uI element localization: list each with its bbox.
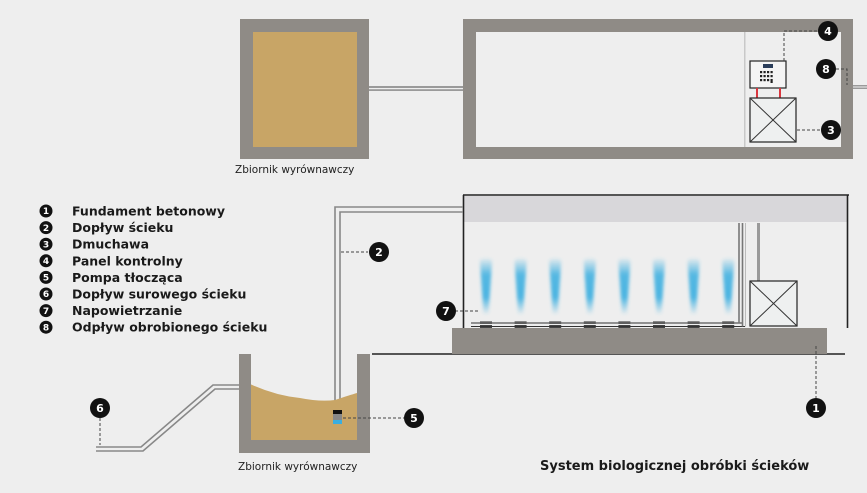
legend-number: 5 — [43, 274, 49, 284]
svg-text:2: 2 — [375, 246, 383, 259]
legend-badge — [39, 237, 53, 251]
marker-5: 5 — [404, 408, 424, 428]
legend-badge — [39, 304, 53, 318]
legend-number: 7 — [43, 307, 49, 317]
inflow-pipe — [334, 206, 463, 412]
air-bubbles — [480, 258, 492, 314]
legend: 1 Fundament betonowy 2 Dopływ ścieku 3 Dmucha… — [39, 204, 267, 335]
legend-text: Fundament betonowy — [72, 204, 225, 219]
legend-number: 6 — [43, 290, 49, 300]
legend-number: 1 — [43, 207, 49, 217]
bottom-tank-sludge — [240, 379, 357, 440]
legend-text: Panel kontrolny — [72, 253, 183, 268]
legend-item: 8 Odpływ obrobionego ścieku — [39, 320, 267, 335]
panel-connector-left — [756, 88, 758, 98]
air-bubbles — [514, 258, 527, 314]
legend-text: Napowietrzanie — [72, 303, 182, 318]
legend-badge — [39, 270, 53, 284]
pump — [333, 410, 342, 424]
legend-number: 8 — [43, 323, 49, 333]
legend-text: Odpływ obrobionego ścieku — [72, 320, 267, 335]
legend-text: Dmuchawa — [72, 237, 149, 252]
legend-badge — [39, 287, 53, 301]
legend-item: 4 Panel kontrolny — [39, 253, 183, 268]
legend-badge — [39, 254, 53, 268]
top-equalization-tank — [240, 19, 369, 159]
blower-top — [749, 97, 797, 143]
callout-leaders — [99, 30, 848, 445]
top-tank-label: Zbiornik wyrównawczy — [235, 164, 354, 176]
top-divider — [744, 32, 746, 147]
air-distribution-pipe — [471, 223, 746, 327]
legend-number: 2 — [43, 224, 49, 234]
bottom-tank-label: Zbiornik wyrównawczy — [238, 461, 357, 473]
panel-keypad-icon — [760, 71, 773, 83]
marker-1: 1 — [806, 398, 826, 418]
legend-text: Pompa tłocząca — [72, 270, 183, 285]
svg-text:7: 7 — [442, 305, 450, 318]
marker-3: 3 — [821, 120, 841, 140]
legend-item: 5 Pompa tłocząca — [39, 270, 183, 285]
legend-badge — [39, 320, 53, 334]
raw-inflow-pipe — [96, 384, 239, 452]
air-bubbles — [687, 258, 700, 314]
svg-text:3: 3 — [827, 124, 835, 137]
air-bubbles — [618, 258, 631, 314]
air-bubbles — [549, 258, 562, 314]
svg-text:6: 6 — [96, 402, 104, 415]
air-bubbles — [583, 258, 596, 314]
marker-6: 6 — [90, 398, 110, 418]
legend-text: Dopływ ścieku — [72, 220, 173, 235]
panel-display — [763, 64, 773, 68]
legend-item: 7 Napowietrzanie — [39, 303, 182, 318]
tank-cover — [463, 196, 847, 222]
marker-8: 8 — [816, 59, 836, 79]
air-bubbles — [653, 258, 665, 314]
legend-item: 2 Dopływ ścieku — [39, 220, 173, 235]
bottom-equalization-tank — [239, 354, 370, 453]
concrete-foundation — [452, 328, 827, 354]
top-tank-sludge — [253, 32, 357, 147]
legend-text: Dopływ surowego ścieku — [72, 287, 246, 302]
legend-item: 3 Dmuchawa — [39, 237, 149, 252]
svg-text:8: 8 — [822, 63, 830, 76]
outlet-pipe — [853, 85, 867, 89]
legend-badge — [39, 221, 53, 235]
legend-item: 1 Fundament betonowy — [39, 204, 225, 219]
svg-text:5: 5 — [410, 412, 418, 425]
legend-number: 3 — [43, 240, 49, 250]
blower-side — [749, 223, 798, 327]
legend-badge — [39, 204, 53, 218]
control-panel — [749, 60, 787, 98]
marker-4: 4 — [818, 21, 838, 41]
top-connecting-pipe — [369, 86, 463, 91]
svg-text:1: 1 — [812, 402, 820, 415]
svg-text:4: 4 — [824, 25, 832, 38]
panel-connector-right — [779, 88, 781, 98]
marker-7: 7 — [436, 301, 456, 321]
legend-item: 6 Dopływ surowego ścieku — [39, 287, 246, 302]
legend-number: 4 — [43, 257, 49, 267]
diagram-title: System biologicznej obróbki ścieków — [540, 459, 809, 474]
air-bubbles — [722, 258, 735, 314]
marker-2: 2 — [369, 242, 389, 262]
